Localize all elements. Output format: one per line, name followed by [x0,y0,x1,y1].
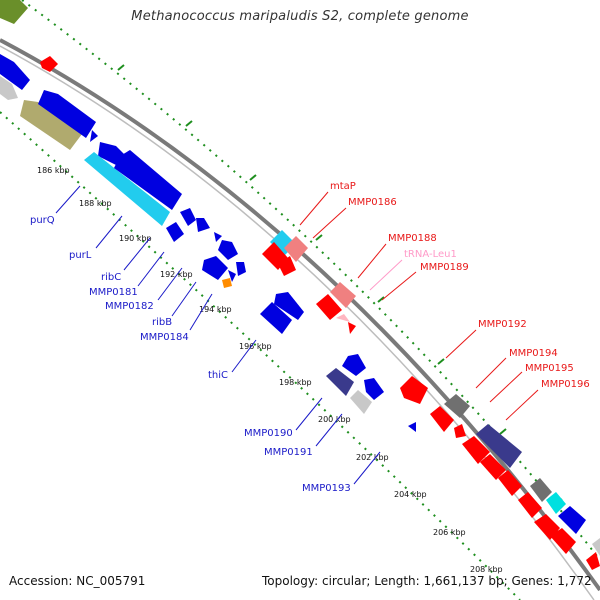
topology-text: Topology: circular; Length: 1,661,137 bp… [262,574,592,588]
gene-pink-MMP0186 [284,236,308,262]
label-MMP0181: MMP0181 [89,287,138,298]
gene-blue-5 [180,208,196,226]
kbp-tick-labels: 186 kbp 188 kbp 190 kbp 192 kbp 194 kbp … [37,166,503,574]
gene-blue-10 [236,262,246,276]
gene-red-MMP0192 [400,376,428,404]
gene-blue-14 [408,422,416,432]
gene-pink-MMP0188 [330,282,356,308]
forward-strand-genes [262,230,600,570]
kbp-192: 192 kbp [160,270,193,279]
gene-purple-MMP0190 [326,368,354,396]
reverse-leaders [55,185,381,485]
gene-blue-thiC-b [274,292,304,320]
gene-red-3 [316,294,342,320]
label-MMP0193: MMP0193 [302,483,351,494]
gene-blue-3 [90,130,98,142]
gene-olive-2 [20,100,82,150]
label-MMP0189: MMP0189 [420,262,469,273]
reverse-labels: purQ purL ribC MMP0181 MMP0182 ribB MMP0… [30,215,351,494]
gene-gray-2 [350,390,372,414]
gene-red-5 [430,406,454,432]
gene-blue-11 [228,270,236,282]
label-thiC: thiC [208,370,228,381]
kbp-190: 190 kbp [119,234,152,243]
feature-olive-top [0,0,28,24]
label-MMP0182: MMP0182 [105,301,154,312]
gene-blue-8 [214,232,222,242]
gene-blue-15 [558,506,586,534]
kbp-204: 204 kbp [394,490,427,499]
gene-cyan-purL [84,152,170,226]
gene-trna [336,314,350,322]
kbp-188: 188 kbp [79,199,112,208]
label-ribC: ribC [101,272,121,283]
forward-labels: mtaP MMP0186 MMP0188 tRNA-Leu1 MMP0189 M… [330,181,590,390]
gene-red-10 [518,492,542,518]
gene-blue-2 [38,90,96,138]
gene-cyan-2 [546,492,566,514]
gene-blue-purL [114,150,182,210]
gene-orange-1 [222,278,232,288]
map-title: Methanococcus maripaludis S2, complete g… [131,9,469,24]
label-MMP0190: MMP0190 [244,428,293,439]
gene-blue-ribB [202,256,228,280]
gene-gray-5 [592,538,600,556]
label-MMP0188: MMP0188 [388,233,437,244]
gene-blue-thiC-a [260,302,292,334]
label-ribB: ribB [152,317,172,328]
label-mtaP: mtaP [330,181,356,192]
kbp-186: 186 kbp [37,166,70,175]
genome-backbone-inner [0,45,595,600]
gene-red-11 [534,514,560,540]
accession-text: Accession: NC_005791 [9,574,146,588]
kbp-194: 194 kbp [199,305,232,314]
label-MMP0186: MMP0186 [348,197,397,208]
kbp-202: 202 kbp [356,453,389,462]
kbp-200: 200 kbp [318,415,351,424]
label-purQ: purQ [30,215,55,226]
gene-red-4 [348,322,356,334]
gene-blue-7 [166,222,184,242]
gene-gray-1 [0,76,18,100]
label-MMP0191: MMP0191 [264,447,313,458]
gene-gray-3 [444,394,470,418]
gene-blue-6 [196,218,210,232]
forward-leaders [299,191,539,421]
label-purL: purL [69,250,92,261]
label-MMP0192: MMP0192 [478,319,527,330]
gene-blue-1 [0,54,30,90]
gene-small-red-top [40,56,58,72]
label-MMP0195: MMP0195 [525,363,574,374]
label-MMP0196: MMP0196 [541,379,590,390]
gene-blue-13 [364,378,384,400]
gene-purple-MMP0195 [476,424,522,468]
gene-red-9 [498,470,522,496]
label-tRNA-Leu1: tRNA-Leu1 [404,249,457,260]
gene-red-6 [454,424,466,438]
kbp-208: 208 kbp [470,565,503,574]
gene-red-13 [586,552,600,570]
kbp-206: 206 kbp [433,528,466,537]
kbp-196: 196 kbp [239,342,272,351]
gene-gray-4 [530,478,552,502]
gene-red-8 [480,454,506,480]
gene-red-7 [462,436,490,464]
label-MMP0194: MMP0194 [509,348,558,359]
label-MMP0184: MMP0184 [140,332,189,343]
gene-blue-12 [342,354,366,376]
inner-dotted-guide [0,111,521,600]
gene-red-12 [550,528,576,554]
kbp-198: 198 kbp [279,378,312,387]
gene-blue-9 [218,240,238,260]
gene-red-2 [278,256,296,276]
reverse-strand-genes [0,54,416,432]
